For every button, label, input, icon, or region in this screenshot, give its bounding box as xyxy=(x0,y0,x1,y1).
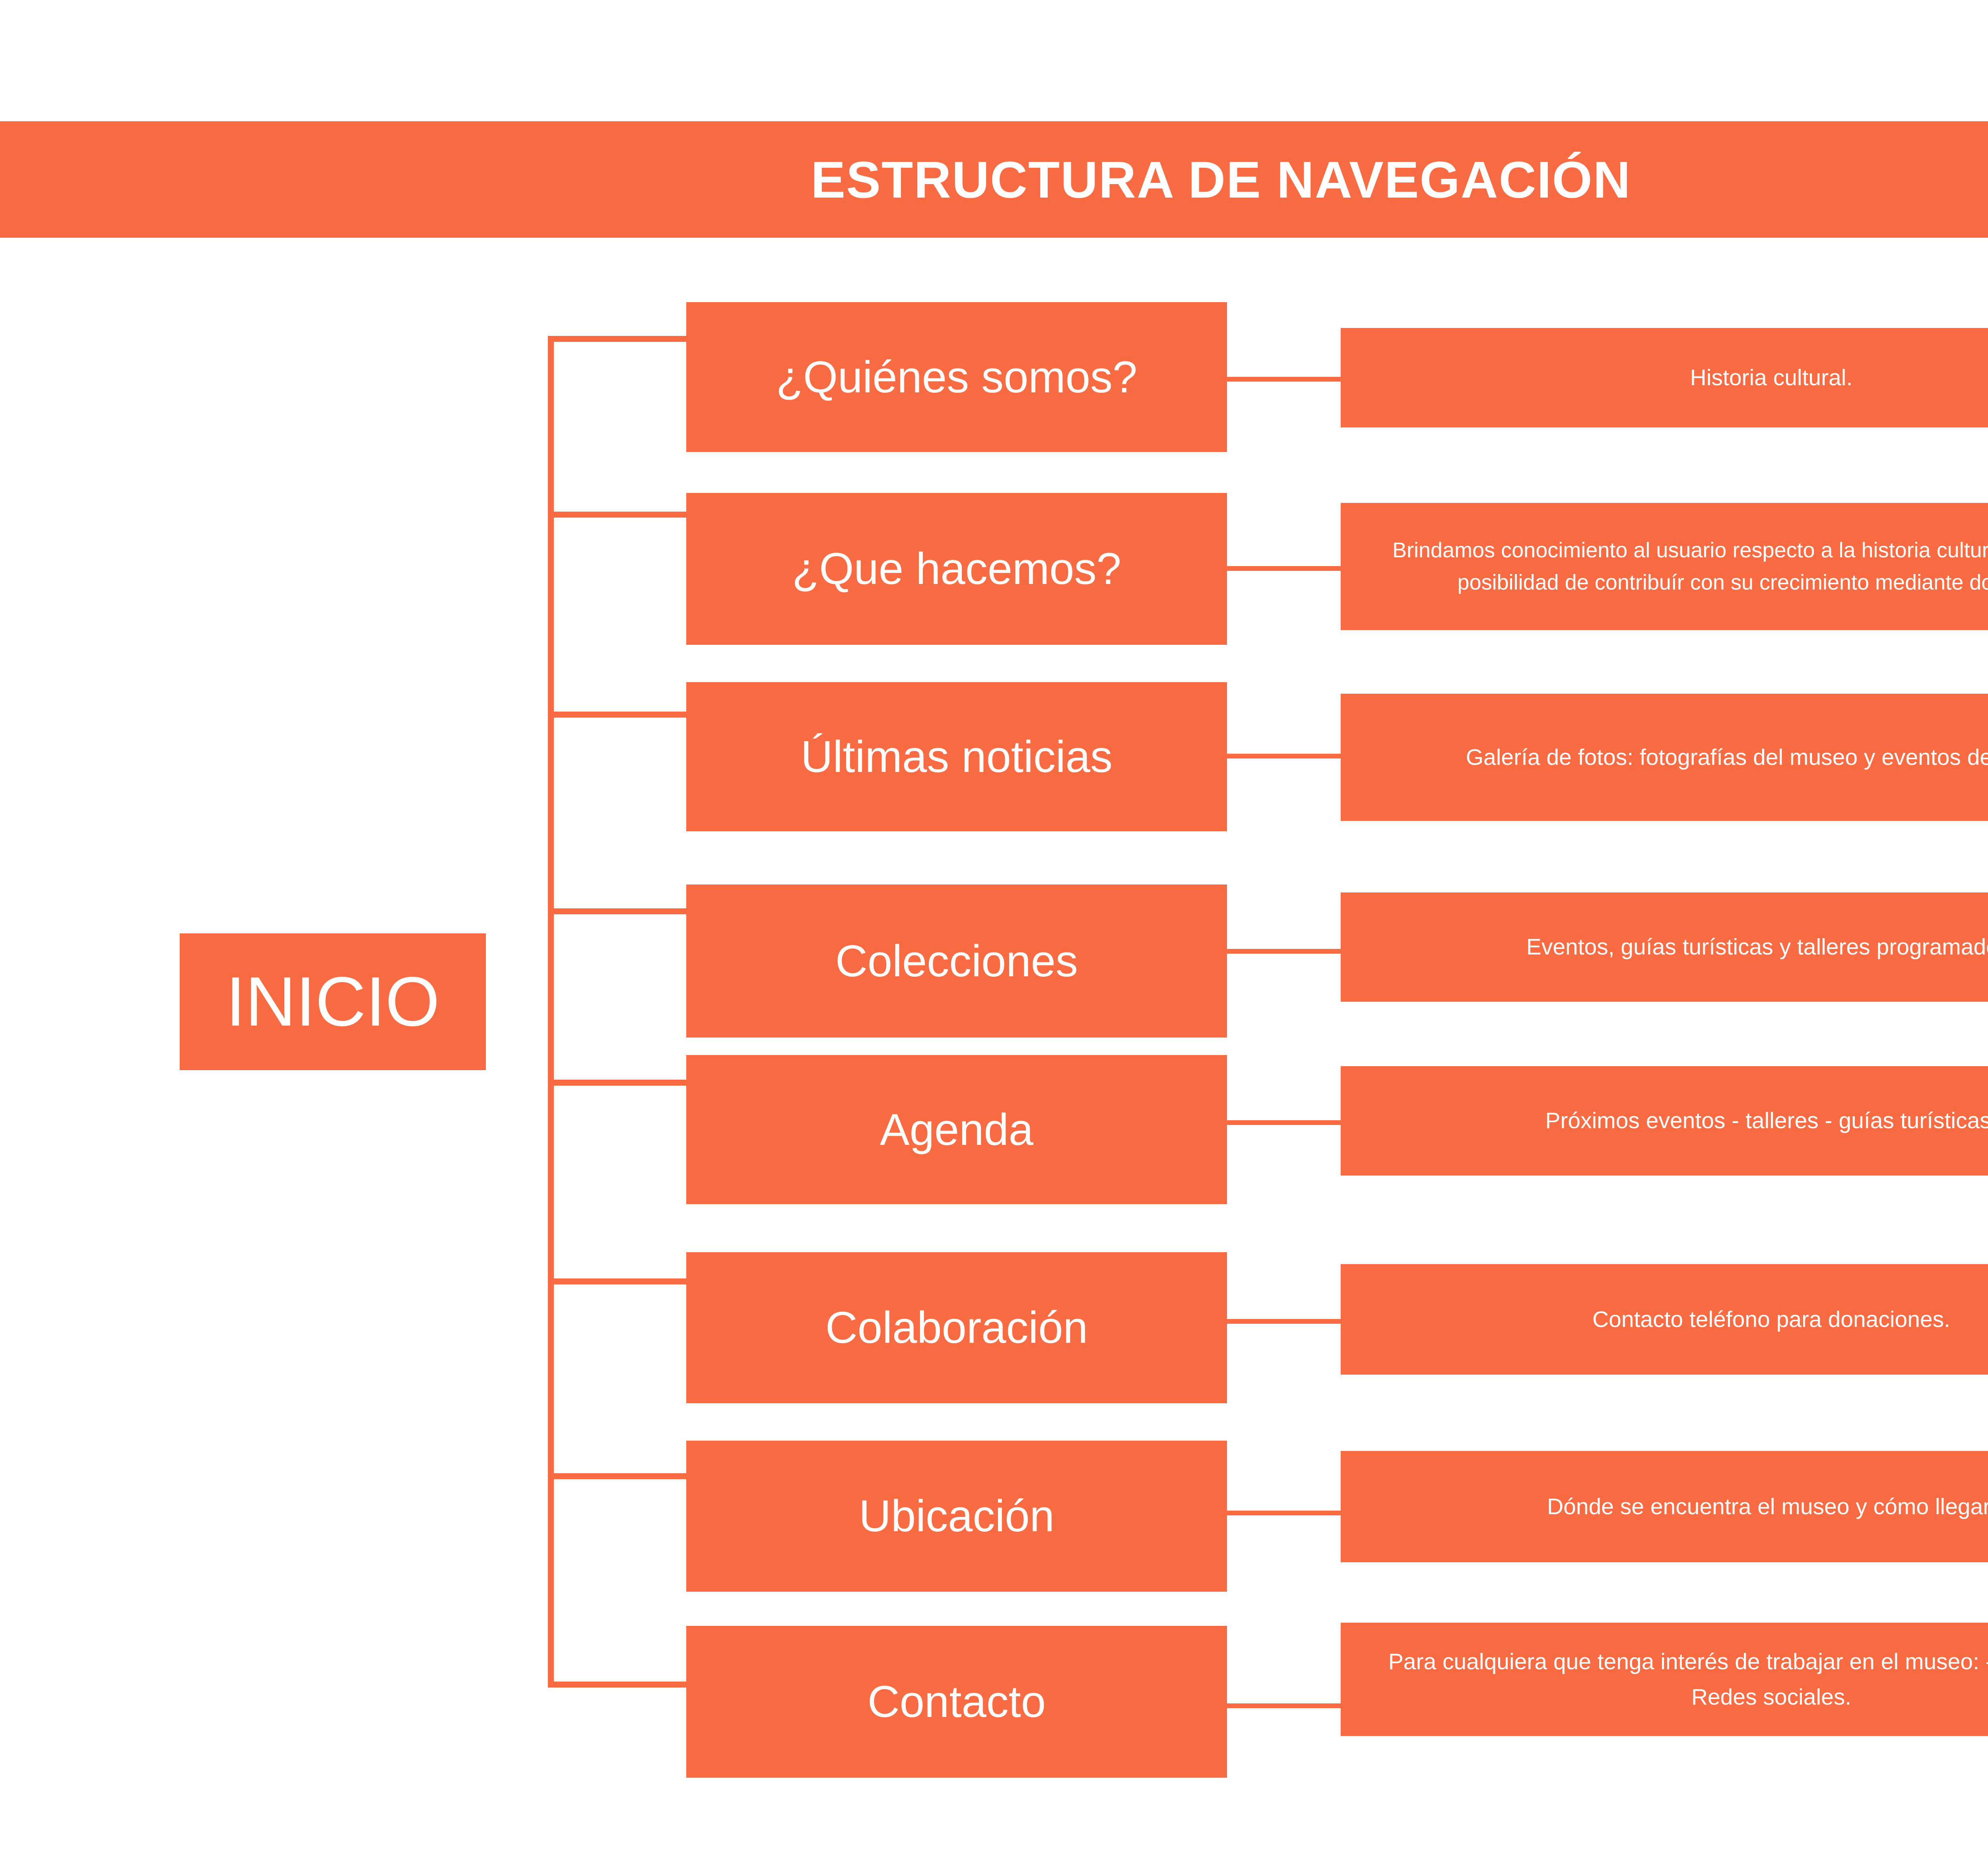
connector-stub-6 xyxy=(1224,1319,1343,1324)
nav-description-colecciones: Eventos, guías turísticas y talleres pro… xyxy=(1341,892,1988,1002)
nav-description-text: Galería de fotos: fotografías del museo … xyxy=(1466,744,1988,770)
page-title: ESTRUCTURA DE NAVEGACIÓN xyxy=(811,150,1631,209)
connector-stub-7 xyxy=(1224,1511,1343,1515)
nav-item-contacto[interactable]: Contacto xyxy=(686,1626,1227,1778)
connector-stub-5 xyxy=(1224,1120,1343,1125)
connector-stub-2 xyxy=(1224,566,1343,571)
connector-branch-8 xyxy=(548,1682,688,1687)
nav-item-que-hacemos[interactable]: ¿Que hacemos? xyxy=(686,493,1227,645)
nav-item-label: Colecciones xyxy=(835,936,1078,986)
connector-branch-4 xyxy=(548,908,688,914)
nav-item-ultimas-noticias[interactable]: Últimas noticias xyxy=(686,682,1227,831)
nav-item-label: Contacto xyxy=(867,1677,1046,1727)
nav-description-agenda: Próximos eventos - talleres - guías turí… xyxy=(1341,1066,1988,1175)
nav-item-colaboracion[interactable]: Colaboración xyxy=(686,1252,1227,1403)
nav-description-text: Próximos eventos - talleres - guías turí… xyxy=(1545,1108,1988,1134)
nav-item-quienes-somos[interactable]: ¿Quiénes somos? xyxy=(686,302,1227,452)
connector-stub-1 xyxy=(1224,377,1343,382)
nav-item-label: Colaboración xyxy=(825,1303,1088,1353)
connector-branch-1 xyxy=(548,336,688,342)
nav-item-label: Ubicación xyxy=(859,1491,1054,1541)
nav-description-text: Eventos, guías turísticas y talleres pro… xyxy=(1526,934,1988,960)
nav-description-quienes-somos: Historia cultural. xyxy=(1341,328,1988,427)
nav-description-ubicacion: Dónde se encuentra el museo y cómo llega… xyxy=(1341,1451,1988,1562)
connector-trunk-vertical xyxy=(548,336,554,1687)
nav-description-ultimas-noticias: Galería de fotos: fotografías del museo … xyxy=(1341,694,1988,821)
nav-item-agenda[interactable]: Agenda xyxy=(686,1055,1227,1204)
nav-item-label: Últimas noticias xyxy=(800,731,1113,782)
nav-description-text: Contacto teléfono para donaciones. xyxy=(1592,1306,1950,1332)
connector-stub-4 xyxy=(1224,949,1343,954)
nav-description-que-hacemos: Brindamos conocimiento al usuario respec… xyxy=(1341,503,1988,630)
nav-description-text: Dónde se encuentra el museo y cómo llega… xyxy=(1547,1494,1988,1519)
root-node-label: INICIO xyxy=(226,963,440,1041)
header-band: ESTRUCTURA DE NAVEGACIÓN xyxy=(0,121,1988,238)
nav-item-ubicacion[interactable]: Ubicación xyxy=(686,1441,1227,1592)
nav-item-label: ¿Que hacemos? xyxy=(792,544,1121,594)
nav-description-colaboracion: Contacto teléfono para donaciones. xyxy=(1341,1264,1988,1375)
nav-item-colecciones[interactable]: Colecciones xyxy=(686,884,1227,1038)
connector-branch-2 xyxy=(548,512,688,518)
nav-description-contacto: Para cualquiera que tenga interés de tra… xyxy=(1341,1623,1988,1736)
nav-item-label: ¿Quiénes somos? xyxy=(776,352,1138,402)
root-node-inicio[interactable]: INICIO xyxy=(180,933,486,1070)
connector-stub-8 xyxy=(1224,1703,1343,1708)
nav-description-text: Brindamos conocimiento al usuario respec… xyxy=(1392,538,1988,594)
connector-branch-6 xyxy=(548,1278,688,1284)
connector-branch-7 xyxy=(548,1473,688,1479)
nav-item-label: Agenda xyxy=(879,1104,1034,1154)
nav-description-text: Historia cultural. xyxy=(1690,365,1853,390)
connector-branch-3 xyxy=(548,712,688,718)
nav-description-text: Para cualquiera que tenga interés de tra… xyxy=(1388,1649,1988,1710)
connector-branch-5 xyxy=(548,1080,688,1086)
connector-stub-3 xyxy=(1224,754,1343,758)
